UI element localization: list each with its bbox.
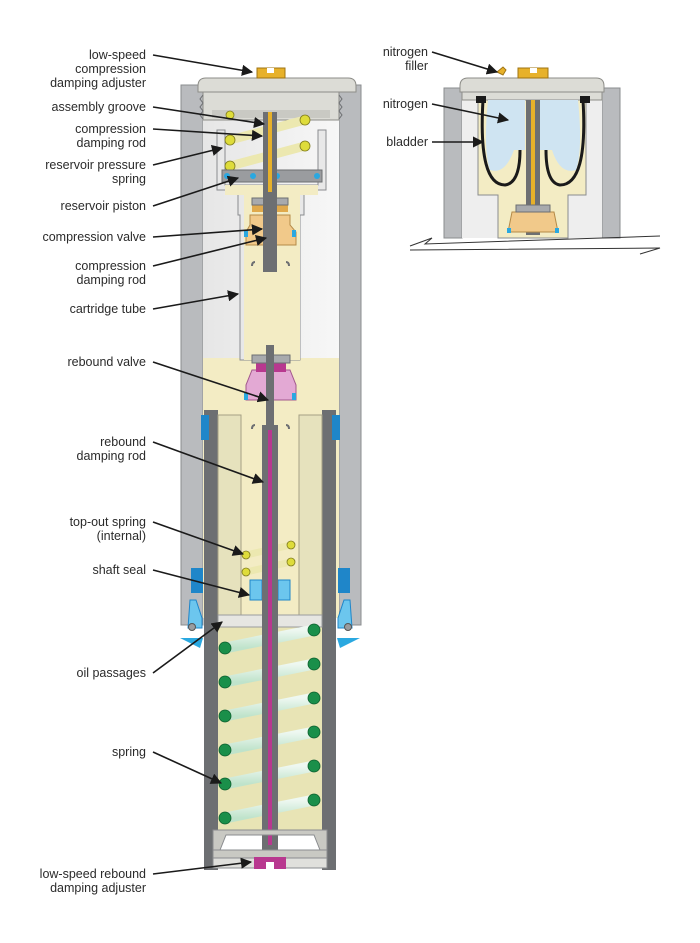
label-line: compression valve (42, 230, 146, 244)
arrow-shaft-seal (152, 569, 251, 598)
label-top-out-spring: top-out spring (internal) (20, 515, 146, 543)
label-line: shaft seal (92, 563, 146, 577)
label-compression-damping-rod-mid: compression damping rod (20, 259, 146, 287)
label-rebound-damping-rod: rebound damping rod (20, 435, 147, 463)
label-line: oil passages (76, 666, 147, 680)
arrow-compression-valve (152, 224, 264, 238)
label-line: filler (405, 59, 428, 73)
label-line: reservoir piston (60, 199, 146, 213)
label-nitrogen-filler: nitrogen filler (360, 45, 428, 73)
label-line: low-speed (89, 48, 146, 62)
arrow-assembly-groove (152, 106, 266, 129)
nitrogen-gas (485, 100, 581, 171)
nitrogen-filler-valve (496, 66, 507, 76)
label-line: spring (111, 172, 146, 186)
label-reservoir-pressure-spring: reservoir pressure spring (20, 158, 146, 186)
label-rebound-valve: rebound valve (20, 355, 146, 369)
label-line: damping rod (76, 136, 147, 150)
label-line: rebound (100, 435, 146, 449)
label-line: spring (111, 745, 146, 759)
label-spring: spring (20, 745, 146, 759)
label-bladder: bladder (360, 135, 428, 149)
label-oil-passages: oil passages (20, 666, 147, 680)
label-compression-valve: compression valve (20, 230, 146, 244)
arrow-nitrogen (431, 103, 510, 124)
arrow-rebound-rod (152, 441, 265, 484)
label-line: damping adjuster (50, 881, 146, 895)
label-nitrogen: nitrogen (360, 97, 428, 111)
label-line: low-speed rebound (39, 867, 146, 881)
label-reservoir-piston: reservoir piston (20, 199, 146, 213)
label-line: reservoir pressure (45, 158, 146, 172)
arrow-oil-passages (152, 621, 223, 674)
label-line: compression (75, 62, 146, 76)
label-line: assembly groove (51, 100, 147, 114)
label-compression-damping-rod-top: compression damping rod (20, 122, 146, 150)
arrow-nitrogen-filler (431, 51, 499, 75)
label-line: compression (75, 122, 146, 136)
nitrogen-inset (409, 66, 661, 255)
label-line: damping adjuster (50, 76, 146, 90)
label-line: rebound valve (67, 355, 146, 369)
arrow-comp-rod-mid (152, 234, 268, 267)
label-line: damping rod (76, 273, 147, 287)
arrow-comp-rod-top (152, 128, 264, 141)
arrow-top-out-spring (152, 521, 245, 556)
arrow-reservoir-piston (152, 175, 240, 207)
label-lsr-adjuster: low-speed rebound damping adjuster (20, 867, 146, 895)
label-lsc-adjuster: low-speed compression damping adjuster (40, 48, 146, 90)
arrow-lsr-adjuster (152, 857, 253, 875)
label-assembly-groove: assembly groove (20, 100, 147, 114)
label-line: nitrogen (382, 97, 428, 111)
label-line: nitrogen (382, 45, 428, 59)
label-line: compression (75, 259, 146, 273)
arrow-cartridge-tube (152, 290, 240, 310)
label-shaft-seal: shaft seal (20, 563, 146, 577)
label-line: bladder (386, 135, 428, 149)
label-cartridge-tube: cartridge tube (20, 302, 146, 316)
arrow-rebound-valve (152, 361, 270, 403)
arrow-reservoir-spring (152, 144, 224, 166)
label-line: top-out spring (69, 515, 146, 529)
label-line: cartridge tube (69, 302, 146, 316)
arrow-spring (152, 751, 223, 784)
label-line: damping rod (76, 449, 147, 463)
arrow-lsc-adjuster (152, 54, 254, 76)
label-line: (internal) (96, 529, 146, 543)
